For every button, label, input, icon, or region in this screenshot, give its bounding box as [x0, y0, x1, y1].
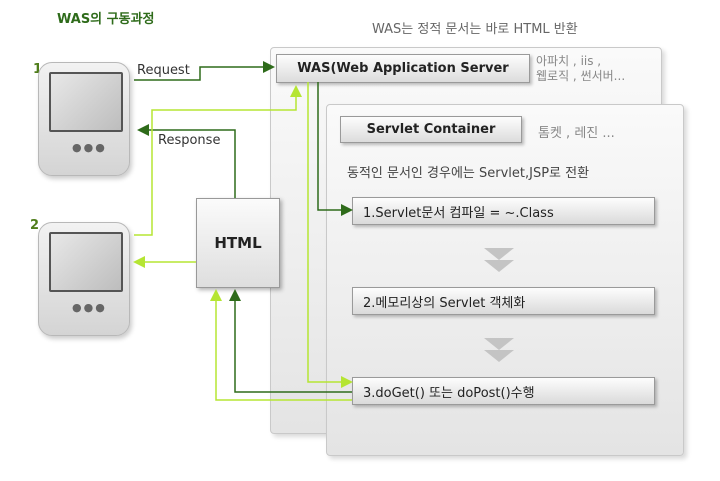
was-to-step3-arrow: [307, 82, 353, 388]
response-label: Response: [158, 133, 221, 148]
was-to-step1-arrow: [317, 82, 353, 216]
chevron-down-icon: [484, 338, 514, 362]
was-label: WAS(Web Application Server: [276, 54, 530, 83]
client-1-screen: [49, 72, 123, 132]
was-examples-2: 웹로직 , 썬서버...: [536, 69, 626, 83]
client-2-device: ●●●: [38, 222, 130, 336]
chevron-down-icon: [484, 248, 514, 272]
html-box: HTML: [196, 198, 280, 288]
request-label: Request: [137, 63, 190, 78]
client-1-device: ●●●: [38, 62, 130, 176]
step3-to-html-light-arrow: [210, 289, 352, 401]
step-doget: 3.doGet() 또는 doPost()수행: [352, 377, 655, 405]
step-compile: 1.Servlet문서 컴파일 = ~.Class: [352, 197, 655, 225]
diagram-title: WAS의 구동과정: [57, 12, 155, 27]
top-note: WAS는 정적 문서는 바로 HTML 반환: [372, 22, 578, 37]
dynamic-note: 동적인 문서인 경우에는 Servlet,JSP로 전환: [347, 166, 590, 181]
servlet-container-examples: 톰켓 , 레진 ...: [538, 126, 615, 141]
client-2-buttons: ●●●: [72, 301, 107, 314]
step3-to-html-arrow: [229, 289, 352, 393]
step-instantiate: 2.메모리상의 Servlet 객체화: [352, 287, 655, 315]
client-1-number: 1: [33, 62, 43, 77]
client-1-buttons: ●●●: [72, 141, 107, 154]
was-examples-1: 아파치 , iis ,: [536, 54, 602, 68]
client-2-number: 2: [30, 218, 40, 233]
request-arrow: [134, 61, 275, 81]
response-arrow: [137, 124, 236, 198]
servlet-container-label: Servlet Container: [340, 116, 522, 143]
client2-to-was-arrow: [134, 85, 302, 236]
client-2-screen: [49, 232, 123, 292]
